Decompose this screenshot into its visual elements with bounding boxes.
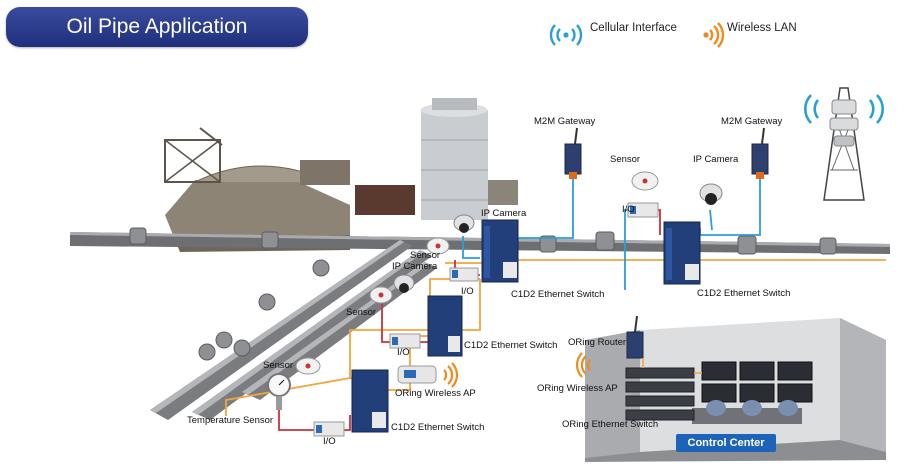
label-sensor-top: Sensor — [610, 154, 641, 165]
ethernet-switch-center — [481, 219, 519, 283]
legend-wireless-label: Wireless LAN — [727, 22, 797, 34]
label-ip-camera-center: IP Camera — [481, 208, 527, 219]
label-wireless-ap: ORing Wireless AP — [395, 388, 476, 399]
ip-camera-right — [699, 183, 723, 205]
tower-cellular-icon — [804, 94, 884, 124]
control-desk — [692, 400, 802, 424]
temperature-sensor-gauge — [267, 373, 291, 410]
ethernet-switch-low — [351, 369, 389, 433]
label-io-center: I/O — [461, 286, 474, 297]
sensor-mid — [369, 286, 393, 304]
cell-tower — [823, 87, 865, 201]
ip-camera-mid — [393, 274, 415, 293]
ethernet-switch-right — [663, 221, 701, 285]
sensor-top — [631, 171, 659, 191]
control-center-badge: Control Center — [676, 434, 776, 452]
label-ip-camera-right: IP Camera — [693, 154, 739, 165]
refinery-facility — [164, 127, 415, 252]
wireless-ap-field-icon — [443, 362, 459, 388]
label-sensor-center: Sensor — [410, 250, 441, 261]
io-module-low — [313, 421, 345, 437]
label-io-top: I/O — [622, 204, 635, 215]
ethernet-switch-mid — [427, 295, 463, 357]
m2m-gateway-left — [564, 127, 582, 179]
label-io-mid: I/O — [397, 347, 410, 358]
storage-silo — [420, 98, 518, 220]
ip-camera-center — [453, 214, 475, 233]
label-io-low: I/O — [323, 436, 336, 447]
page-title: Oil Pipe Application — [6, 7, 308, 47]
label-m2m-gateway-left: M2M Gateway — [534, 116, 596, 127]
label-switch-right: C1D2 Ethernet Switch — [697, 288, 791, 299]
label-temperature-sensor: Temperature Sensor — [187, 415, 274, 426]
label-oring-ethernet-switch: ORing Ethernet Switch — [562, 419, 659, 430]
label-switch-low: C1D2 Ethernet Switch — [391, 422, 485, 433]
label-sensor-mid: Sensor — [346, 307, 377, 318]
io-module-mid — [389, 333, 421, 349]
cellular-interface-icon — [549, 24, 583, 46]
video-wall — [701, 361, 813, 403]
m2m-gateway-right — [751, 127, 769, 179]
label-switch-center: C1D2 Ethernet Switch — [511, 289, 605, 300]
legend-cellular-label: Cellular Interface — [590, 22, 677, 34]
control-center-wireless-icon — [575, 352, 591, 378]
label-oring-router: ORing Router — [568, 337, 627, 348]
io-module-center — [449, 267, 479, 282]
pipe-valves — [129, 227, 837, 361]
wireless-lan-icon — [703, 22, 725, 48]
sensor-center — [426, 237, 450, 255]
oring-router-device — [626, 315, 644, 359]
label-oring-wireless-ap: ORing Wireless AP — [537, 383, 618, 394]
rack-switches — [625, 367, 695, 421]
label-m2m-gateway-right: M2M Gateway — [721, 116, 783, 127]
diagonal-pipeline-a — [150, 240, 412, 420]
control-center-links — [642, 358, 702, 374]
io-module-top — [627, 202, 659, 218]
label-ip-camera-center2: IP Camera — [392, 261, 438, 272]
label-switch-mid: C1D2 Ethernet Switch — [464, 340, 558, 351]
sensor-low — [295, 357, 321, 375]
label-sensor-low: Sensor — [263, 360, 294, 371]
wireless-ap-field — [397, 365, 437, 384]
